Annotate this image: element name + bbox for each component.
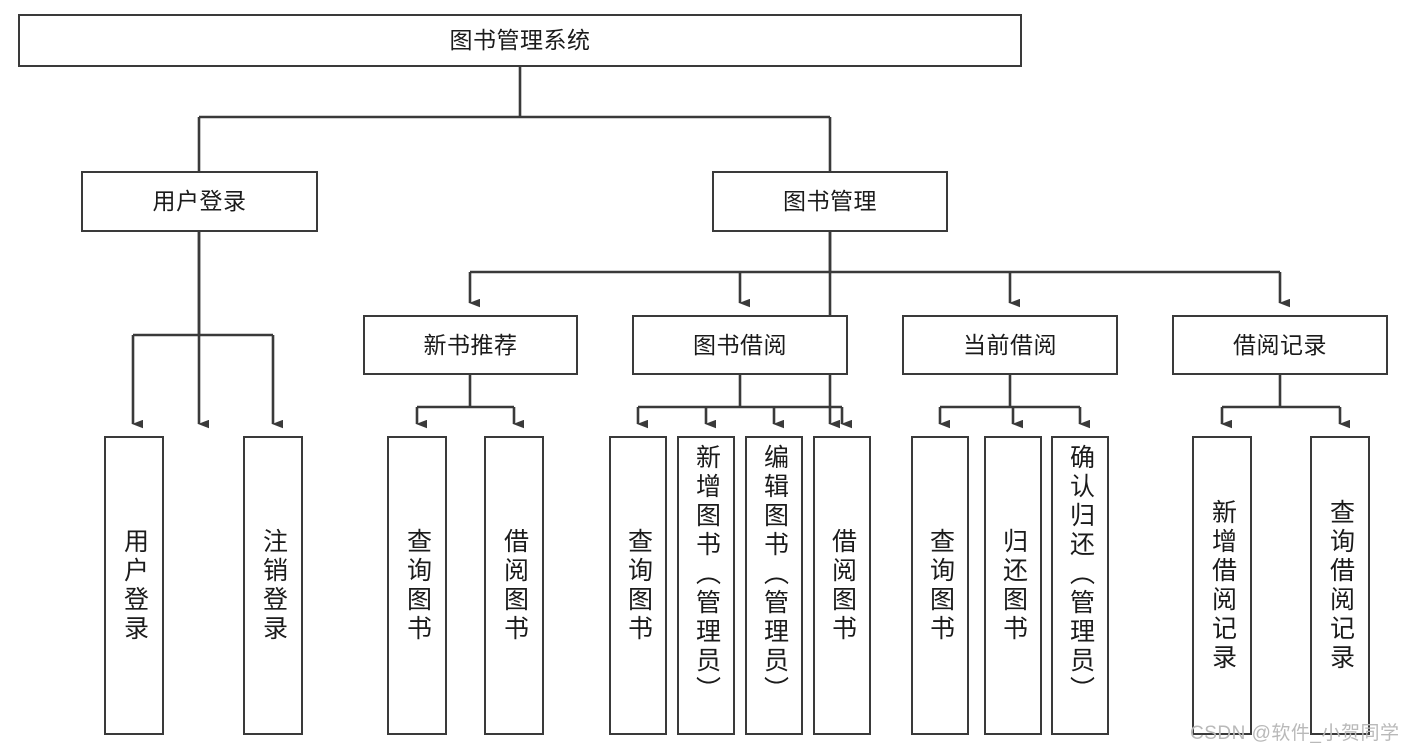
leaf-edit-book-admin-label: 编辑图书（管理员） <box>760 444 789 705</box>
leaf-borrow-book[interactable]: 借阅图书 <box>813 436 871 735</box>
node-borrow-record-label: 借阅记录 <box>1233 331 1327 358</box>
leaf-add-book-admin[interactable]: 新增图书（管理员） <box>677 436 735 735</box>
leaf-return-book-label: 归还图书 <box>999 527 1028 644</box>
leaf-borrow-book-recommend-label: 借阅图书 <box>500 527 529 644</box>
leaf-user-login-label: 用户登录 <box>120 527 149 644</box>
leaf-confirm-return-admin[interactable]: 确认归还（管理员） <box>1051 436 1109 735</box>
node-current-borrow-label: 当前借阅 <box>963 331 1057 358</box>
leaf-add-borrow-record-label: 新增借阅记录 <box>1208 498 1237 673</box>
node-new-book-recommend-label: 新书推荐 <box>423 331 518 358</box>
leaf-logout-label: 注销登录 <box>259 527 288 644</box>
leaf-query-book-recommend[interactable]: 查询图书 <box>387 436 447 735</box>
node-root[interactable]: 图书管理系统 <box>18 14 1022 67</box>
leaf-query-borrow-record[interactable]: 查询借阅记录 <box>1310 436 1370 735</box>
node-borrow-record[interactable]: 借阅记录 <box>1172 315 1388 375</box>
leaf-borrow-book-label: 借阅图书 <box>828 527 857 644</box>
leaf-query-book-borrow-label: 查询图书 <box>624 527 653 644</box>
node-book-management-label: 图书管理 <box>783 188 877 215</box>
node-user-login[interactable]: 用户登录 <box>81 171 318 232</box>
node-book-management[interactable]: 图书管理 <box>712 171 948 232</box>
leaf-borrow-book-recommend[interactable]: 借阅图书 <box>484 436 544 735</box>
leaf-confirm-return-admin-label: 确认归还（管理员） <box>1066 444 1095 705</box>
node-root-label: 图书管理系统 <box>449 27 591 54</box>
leaf-query-borrow-record-label: 查询借阅记录 <box>1326 498 1355 673</box>
leaf-edit-book-admin[interactable]: 编辑图书（管理员） <box>745 436 803 735</box>
leaf-query-book-recommend-label: 查询图书 <box>403 527 432 644</box>
watermark: CSDN @软件_小贺同学 <box>1190 723 1400 744</box>
node-user-login-label: 用户登录 <box>152 188 247 215</box>
leaf-query-book-current-label: 查询图书 <box>926 527 955 644</box>
leaf-logout[interactable]: 注销登录 <box>243 436 303 735</box>
leaf-return-book[interactable]: 归还图书 <box>984 436 1042 735</box>
node-current-borrow[interactable]: 当前借阅 <box>902 315 1118 375</box>
node-new-book-recommend[interactable]: 新书推荐 <box>363 315 578 375</box>
leaf-add-book-admin-label: 新增图书（管理员） <box>692 444 721 705</box>
leaf-query-book-borrow[interactable]: 查询图书 <box>609 436 667 735</box>
node-book-borrow[interactable]: 图书借阅 <box>632 315 848 375</box>
node-book-borrow-label: 图书借阅 <box>693 331 787 358</box>
leaf-user-login[interactable]: 用户登录 <box>104 436 164 735</box>
leaf-query-book-current[interactable]: 查询图书 <box>911 436 969 735</box>
leaf-add-borrow-record[interactable]: 新增借阅记录 <box>1192 436 1252 735</box>
